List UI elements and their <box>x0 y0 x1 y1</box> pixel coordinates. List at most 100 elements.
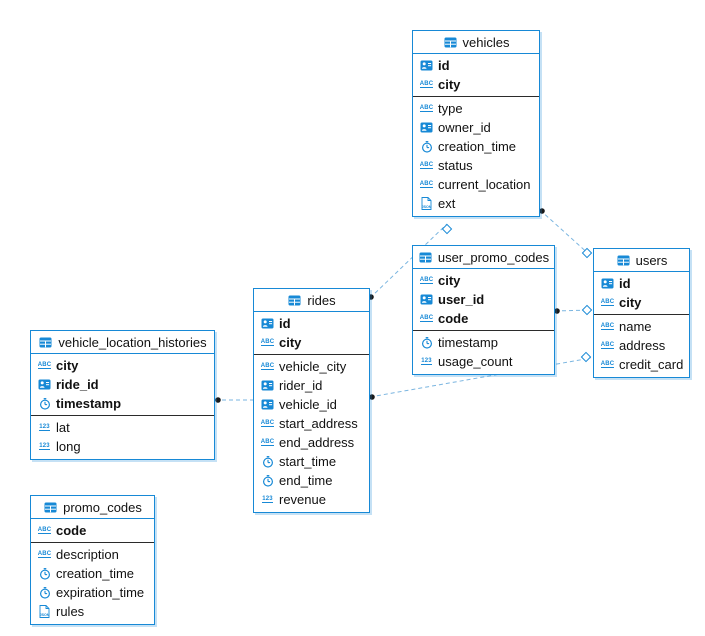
pk-section-divider <box>31 415 214 416</box>
field-row[interactable]: rider_id <box>254 376 369 395</box>
pk-field-row[interactable]: ABC city <box>31 356 214 375</box>
field-name: long <box>56 439 81 454</box>
relationship-edge-vehicle_location_histories-rides[interactable] <box>215 397 253 403</box>
text-icon: ABC <box>260 419 275 428</box>
pk-field-row[interactable]: timestamp <box>31 394 214 413</box>
relationship-edge-rides-users[interactable] <box>369 351 592 400</box>
field-name: rules <box>56 604 85 619</box>
edge-cardinality-dot <box>539 208 545 214</box>
text-icon: ABC <box>37 361 52 370</box>
pk-field-row[interactable]: ABC city <box>413 271 554 290</box>
field-name: city <box>56 358 79 373</box>
text-icon: ABC <box>260 362 275 371</box>
field-name: creation_time <box>438 139 517 154</box>
table-icon <box>443 37 458 48</box>
pk-field-row[interactable]: id <box>254 314 369 333</box>
pk-field-row[interactable]: ride_id <box>31 375 214 394</box>
number-icon: 123 <box>262 495 273 504</box>
pk-field-row[interactable]: id <box>413 56 539 75</box>
id-badge-icon <box>260 399 275 410</box>
pk-section-divider <box>254 354 369 355</box>
table-header[interactable]: vehicles <box>413 31 539 54</box>
field-name: end_time <box>279 473 333 488</box>
text-icon: ABC <box>600 322 615 331</box>
table-header[interactable]: promo_codes <box>31 496 154 519</box>
field-name: code <box>438 311 469 326</box>
field-name: start_address <box>279 416 358 431</box>
field-row[interactable]: start_time <box>254 452 369 471</box>
table-header[interactable]: user_promo_codes <box>413 246 554 269</box>
field-name: user_id <box>438 292 485 307</box>
text-icon: ABC <box>419 276 434 285</box>
field-row[interactable]: expiration_time <box>31 583 154 602</box>
text-icon: ABC <box>419 180 434 189</box>
field-row[interactable]: end_time <box>254 471 369 490</box>
field-row[interactable]: ABC start_address <box>254 414 369 433</box>
table-header[interactable]: rides <box>254 289 369 312</box>
text-icon: ABC <box>37 550 52 559</box>
field-row[interactable]: creation_time <box>31 564 154 583</box>
table-icon <box>418 252 433 263</box>
json-icon: JSON <box>419 197 434 210</box>
field-row[interactable]: vehicle_id <box>254 395 369 414</box>
relationship-edge-user_promo_codes-users[interactable] <box>554 304 593 316</box>
field-row[interactable]: creation_time <box>413 137 539 156</box>
text-icon: ABC <box>260 438 275 447</box>
text-icon: ABC <box>600 341 615 350</box>
field-name: timestamp <box>438 335 498 350</box>
field-name: owner_id <box>438 120 491 135</box>
field-name: credit_card <box>619 357 684 372</box>
table-header[interactable]: vehicle_location_histories <box>31 331 214 354</box>
table-icon <box>38 337 53 348</box>
pk-section-divider <box>594 314 689 315</box>
table-header[interactable]: users <box>594 249 689 272</box>
pk-field-row[interactable]: user_id <box>413 290 554 309</box>
relationship-edge-vehicles-users[interactable] <box>539 208 593 259</box>
id-badge-icon <box>419 122 434 133</box>
pk-section-divider <box>31 542 154 543</box>
text-icon: ABC <box>600 298 615 307</box>
field-name: id <box>279 316 291 331</box>
number-icon: 123 <box>421 357 432 366</box>
edge-line <box>369 223 448 299</box>
relationship-edge-rides-vehicles[interactable] <box>368 223 453 300</box>
field-name: start_time <box>279 454 337 469</box>
edge-line <box>539 209 592 257</box>
field-name: id <box>619 276 631 291</box>
field-row[interactable]: owner_id <box>413 118 539 137</box>
pk-field-row[interactable]: id <box>594 274 689 293</box>
field-row[interactable]: timestamp <box>413 333 554 352</box>
field-name: rider_id <box>279 378 323 393</box>
field-name: vehicle_id <box>279 397 337 412</box>
field-name: city <box>438 273 461 288</box>
field-name: status <box>438 158 473 173</box>
edge-cardinality-diamond <box>581 247 593 259</box>
